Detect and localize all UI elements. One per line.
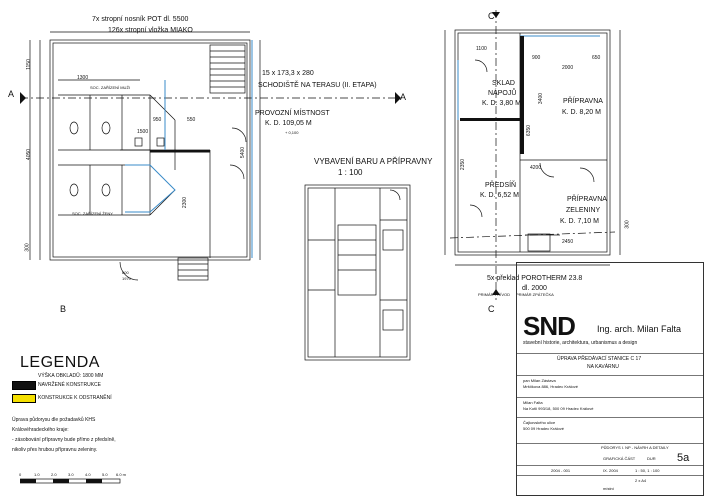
dim-650: 650 [592,55,601,61]
scale-4: 4.0 [85,472,91,477]
project-line-1: ÚPRAVA PŘEDÁVACÍ STANICE C 17 [557,356,642,362]
dim-950: 950 [153,117,162,123]
scale-6: 6.0 m [116,472,127,477]
divider [517,375,703,376]
logo: SND [523,311,576,341]
dim-1150: 1150 [25,59,32,70]
prep1-label: PŘÍPRAVNA [563,98,603,105]
dim-2350: 2350 [460,158,467,171]
main-room-level: + 0,100 [285,130,299,135]
drawing-part: GRAFICKÁ ČÁST [603,456,636,461]
dim-2000: 2000 [562,65,574,71]
hall-area: K. D. 6,52 M [480,192,519,199]
wc-male-label: SOC. ZAŘÍZENÍ MUŽI [90,85,130,90]
drawing-name: PŮDORYS I. NP - NÁVRH A DETAILY [601,445,669,450]
drawing-date: IX. 2004 [603,468,618,473]
scale-5: 5.0 [102,472,108,477]
legend-title: LEGENDA [20,354,100,371]
dim-3400: 3400 [538,92,545,105]
prep2-label-2: ZELENINY [566,207,601,214]
storage-area: K. D. 3,80 M [482,100,521,107]
divider [517,417,703,418]
drawing-sheet: místní [603,486,614,491]
dim-5400: 5400 [240,146,247,159]
storage-label: SKLAD [492,80,515,87]
primary-supply: PRIMÁR PŘÍVOD [478,292,511,297]
job-number: 2004 - 001 [551,468,571,473]
divider [517,397,703,398]
site-street: Čajkovského ulice [523,420,556,425]
legend-note-2: Královéhradeckého kraje: [12,427,69,433]
primary-return: PRIMÁR ZPÁTEČKA [516,292,554,297]
slab-note: 126x stropní vložka MIAKO [108,27,193,34]
storage-label-2: NÁPOJŮ [488,90,517,97]
designer-address: Na Kotli 993/18, 500 09 Hradec Králové [523,406,594,411]
drawing-format: 2 x A4 [635,478,647,483]
porotherm-note-1: 5x překlad POROTHERM 23.8 [487,275,583,282]
hall-label: PŘEDSÍŇ [485,182,517,189]
bar-scale: 1 : 100 [338,168,363,177]
main-room-area: K. D. 109,05 M [265,120,312,127]
dim-4200: 4200 [530,165,542,171]
legend-height: VÝŠKA OBKLADŮ: 1800 MM [38,373,104,379]
designer-name: Milan Falta [523,400,543,405]
dim-900: 900 [532,55,541,61]
section-a-left: A [8,89,15,99]
dim-2450: 2450 [562,239,574,245]
legend-new: NAVRŽENÉ KONSTRUKCE [38,382,101,388]
section-c-bottom: C [488,304,495,314]
drawing-scale: 1 : 50, 1 : 100 [635,468,660,473]
dim-550: 550 [187,117,196,123]
dim-1300: 1300 [77,75,89,81]
legend-note-3: - zásobování přípravny bude přímo z před… [12,437,116,443]
firm-subtitle: stavební historie, architektura, urbanis… [523,340,638,346]
divider [517,353,703,354]
dim-300-right: 300 [624,220,631,229]
stair-dims: 15 x 173,3 x 280 [262,70,314,77]
legend-remove: KONSTRUKCE K ODSTRANĚNÍ [38,395,112,401]
legend-swatch-new [12,381,36,390]
prep2-area: K. D. 7,10 M [560,218,599,225]
dim-300-left: 300 [24,243,31,252]
title-block: SND Ing. arch. Milan Falta stavební hist… [516,262,704,496]
main-room-label: PROVOZNÍ MÍSTNOST [255,110,330,117]
prep2-label: PŘÍPRAVNA [567,196,607,203]
divider [517,475,703,476]
client-name: pan Milan Zástava [523,378,556,383]
stair-label: SCHODIŠTĚ NA TERASU (II. ETAPA) [258,82,377,89]
dim-800: 800 [122,270,129,275]
scale-3: 3.0 [68,472,74,477]
client-address: Mrštíkova 886, Hradec Králové [523,384,578,389]
scale-1: 1.0 [34,472,40,477]
dim-1970: 1970 [122,276,131,281]
scale-2: 2.0 [51,472,57,477]
project-line-2: NA KAVÁRNU [587,364,619,370]
section-c-top: C [488,11,495,21]
dim-6350: 6350 [526,124,533,137]
scale-0: 0 [19,472,22,477]
drawing-stage: DUR [647,456,656,461]
legend-note-4: nikoliv přes hrubou přípravnu zeleniny. [12,447,98,453]
prep1-area: K. D. 8,20 M [562,109,601,116]
wc-female-label: SOC. ZAŘÍZENÍ ŽENY [72,211,113,216]
dim-1100: 1100 [476,46,487,52]
dim-2300: 2300 [182,196,189,209]
section-a-right: A [400,92,407,102]
site-city: 500 09 Hradec Králové [523,426,564,431]
legend-swatch-remove [12,394,36,403]
beam-note: 7x stropní nosník POT dl. 5500 [92,16,189,23]
dim-4050: 4050 [26,148,33,161]
bar-title: VYBAVENÍ BARU A PŘÍPRAVNY [314,157,433,166]
divider [517,443,703,444]
dim-1500: 1500 [137,129,149,135]
divider [517,465,703,466]
scale-bar [20,478,121,484]
architect-name: Ing. arch. Milan Falta [597,324,682,334]
drawing-number: 5a [677,452,690,464]
section-b-left: B [60,304,67,314]
legend-note-1: Úprava půdorysu dle požadavků KHS [12,417,96,423]
porotherm-note-2: dl. 2000 [522,285,547,292]
